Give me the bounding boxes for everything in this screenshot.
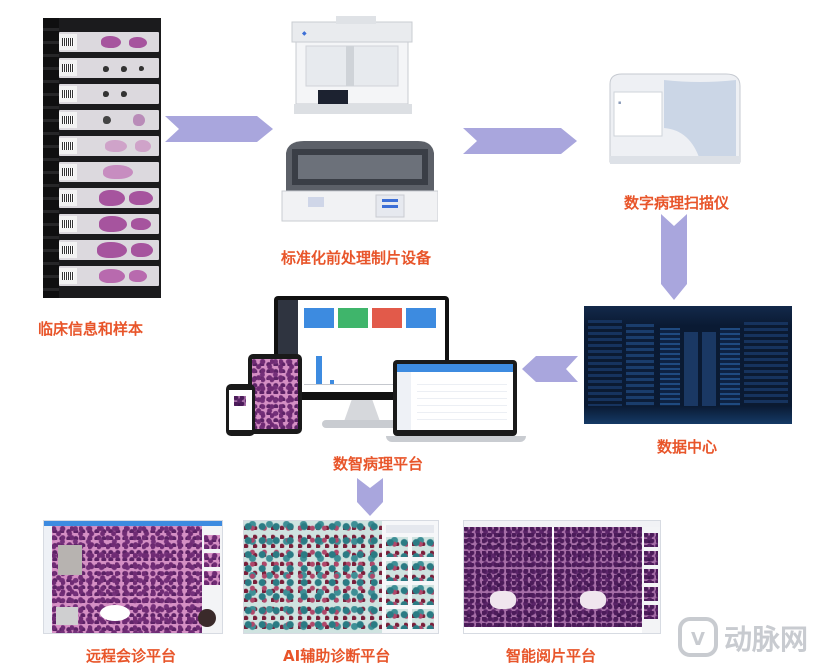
slide-stainer-device-image: ◆ <box>291 16 413 114</box>
laptop-base <box>386 436 526 442</box>
watermark-logo: V 动脉网 <box>678 614 828 660</box>
svg-text:◆: ◆ <box>302 30 307 37</box>
arrow-right-2 <box>463 128 577 154</box>
laptop-image <box>393 360 517 436</box>
watermark-logo-icon: V <box>678 617 718 657</box>
label-ai-assisted-diagnosis-platform: AI辅助诊断平台 <box>283 647 391 665</box>
ai-assisted-diagnosis-screenshot <box>243 520 439 634</box>
remote-consultation-screenshot <box>43 520 223 634</box>
smart-reading-screenshot <box>463 520 661 634</box>
svg-text:▪: ▪ <box>618 100 621 106</box>
arrow-down-1 <box>661 214 687 300</box>
label-remote-consultation-platform: 远程会诊平台 <box>86 647 177 665</box>
label-smart-reading-platform: 智能阅片平台 <box>506 647 597 665</box>
label-digital-scanner: 数字病理扫描仪 <box>624 194 730 212</box>
data-center-image <box>584 306 792 424</box>
arrow-left-1 <box>522 356 578 382</box>
tablet-image <box>248 354 302 434</box>
label-clinical-info-and-samples: 临床信息和样本 <box>38 320 144 338</box>
clinical-sample-slides-photo <box>43 18 161 298</box>
arrow-right-1 <box>165 116 273 142</box>
label-prep-equipment: 标准化前处理制片设备 <box>281 249 432 267</box>
digital-scanner-device-image: ▪ <box>609 73 741 164</box>
slide-prep-device-image <box>281 141 438 222</box>
monitor-stand <box>343 400 381 422</box>
phone-image <box>226 384 255 436</box>
label-smart-pathology-platform: 数智病理平台 <box>333 455 424 473</box>
watermark-text: 动脉网 <box>724 623 809 656</box>
label-data-center: 数据中心 <box>657 438 718 456</box>
monitor-base <box>322 420 402 428</box>
svg-text:V: V <box>691 629 705 650</box>
arrow-down-2 <box>357 478 383 516</box>
